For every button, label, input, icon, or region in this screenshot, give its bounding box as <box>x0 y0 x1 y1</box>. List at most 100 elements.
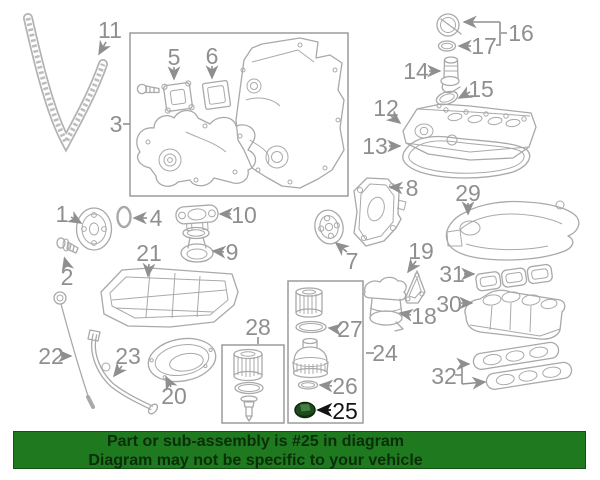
oring-28-part <box>234 381 264 395</box>
valve-cover-gasket-part <box>402 135 531 179</box>
gasket-5-part <box>161 80 195 114</box>
cap-gasket-part <box>437 40 457 52</box>
lower-intake-part <box>464 289 566 340</box>
filter-element-24-part <box>295 287 323 318</box>
callout-4[interactable]: 4 <box>132 205 163 231</box>
svg-text:18: 18 <box>411 303 437 329</box>
gasket-6-part <box>201 79 232 110</box>
svg-text:8: 8 <box>406 175 419 201</box>
callout-21[interactable]: 21 <box>136 240 162 278</box>
callout-20[interactable]: 20 <box>161 375 187 409</box>
callout-29[interactable]: 29 <box>455 180 481 216</box>
callout-13[interactable]: 13 <box>362 133 402 159</box>
svg-text:30: 30 <box>436 291 462 317</box>
svg-text:13: 13 <box>362 133 388 159</box>
svg-text:31: 31 <box>439 261 465 287</box>
filter-housing-part <box>363 276 407 332</box>
timing-cover-part <box>235 37 345 189</box>
svg-text:4: 4 <box>150 205 163 231</box>
svg-text:22: 22 <box>38 343 64 369</box>
callout-24[interactable]: 24 <box>366 340 398 366</box>
intake-gaskets-31-part <box>475 263 553 292</box>
part-timing-chain <box>23 13 108 153</box>
svg-text:12: 12 <box>373 95 399 121</box>
svg-text:16: 16 <box>508 20 534 46</box>
oring-27-part <box>295 320 327 334</box>
svg-text:23: 23 <box>115 343 141 369</box>
svg-text:11: 11 <box>98 17 122 43</box>
svg-text:32: 32 <box>431 363 457 389</box>
svg-text:28: 28 <box>245 314 271 340</box>
upper-intake-part <box>445 200 580 261</box>
callout-19[interactable]: 19 <box>407 238 434 274</box>
pump-rotor-part <box>314 209 344 245</box>
crank-bolt-part <box>56 237 79 254</box>
tube-gasket-part <box>435 90 459 109</box>
filter-element-28-part <box>233 348 263 382</box>
svg-text:1: 1 <box>56 201 69 227</box>
banner-line1: Part or sub-assembly is #25 in diagram <box>106 433 404 450</box>
notice-banner: Part or sub-assembly is #25 in diagram D… <box>13 431 586 469</box>
gasket-19-part <box>404 270 426 304</box>
filler-cap-part <box>436 13 462 37</box>
svg-text:5: 5 <box>168 44 181 70</box>
callout-26[interactable]: 26 <box>318 373 358 399</box>
callout-16[interactable]: 16 <box>462 15 534 46</box>
callout-27[interactable]: 27 <box>327 316 363 342</box>
oring-4-part <box>116 205 132 229</box>
callout-3[interactable]: 3 <box>110 111 130 137</box>
upper-oil-pan-part <box>100 267 239 328</box>
svg-text:2: 2 <box>61 264 74 290</box>
callout-30[interactable]: 30 <box>436 291 474 317</box>
oring-26-part <box>297 380 319 390</box>
dipstick-tube-part <box>87 329 159 415</box>
svg-text:15: 15 <box>468 76 494 102</box>
callout-31[interactable]: 31 <box>439 261 476 287</box>
svg-text:24: 24 <box>372 340 398 366</box>
drain-plug-28-part <box>240 395 258 422</box>
svg-text:9: 9 <box>226 239 239 265</box>
callout-10[interactable]: 10 <box>218 202 257 228</box>
svg-text:3: 3 <box>110 111 123 137</box>
crank-pulley-part <box>75 207 113 251</box>
filter-cap-part <box>292 337 329 379</box>
callout-6[interactable]: 6 <box>205 43 219 80</box>
callout-32[interactable]: 32 <box>431 357 487 390</box>
svg-text:25: 25 <box>332 398 358 424</box>
bolt-part <box>136 83 160 95</box>
callout-1[interactable]: 1 <box>56 201 83 227</box>
intake-gaskets-32-part <box>472 341 573 390</box>
filler-tube-part <box>440 56 461 94</box>
callout-25[interactable]: 25 <box>316 398 358 424</box>
cover-plate-8-part <box>353 177 407 247</box>
pickup-9-part <box>180 226 214 263</box>
callout-9[interactable]: 9 <box>211 239 239 265</box>
callout-23[interactable]: 23 <box>113 343 141 378</box>
svg-text:27: 27 <box>337 316 363 342</box>
filter-cap-box-24 <box>287 280 364 424</box>
svg-text:20: 20 <box>161 383 187 409</box>
callout-7[interactable]: 7 <box>334 241 359 274</box>
timing-cover-box <box>129 32 349 197</box>
svg-text:6: 6 <box>206 43 219 69</box>
callout-14[interactable]: 14 <box>403 58 442 84</box>
callout-8[interactable]: 8 <box>388 175 419 201</box>
callout-5[interactable]: 5 <box>167 44 181 81</box>
water-pump-part <box>136 109 257 187</box>
callout-2[interactable]: 2 <box>61 256 75 290</box>
svg-text:17: 17 <box>471 33 497 59</box>
svg-text:10: 10 <box>231 202 257 228</box>
callout-22[interactable]: 22 <box>38 343 73 369</box>
highlighted-part-25[interactable] <box>294 401 316 419</box>
svg-text:7: 7 <box>346 248 359 274</box>
callout-12[interactable]: 12 <box>373 95 402 124</box>
callout-15[interactable]: 15 <box>457 76 494 102</box>
svg-text:21: 21 <box>136 240 162 266</box>
callout-11[interactable]: 11 <box>98 17 122 56</box>
svg-text:29: 29 <box>455 180 481 206</box>
callout-28[interactable]: 28 <box>245 314 271 344</box>
filter-kit-box-28 <box>221 344 285 424</box>
callout-17[interactable]: 17 <box>457 33 497 59</box>
callout-18[interactable]: 18 <box>398 303 437 329</box>
